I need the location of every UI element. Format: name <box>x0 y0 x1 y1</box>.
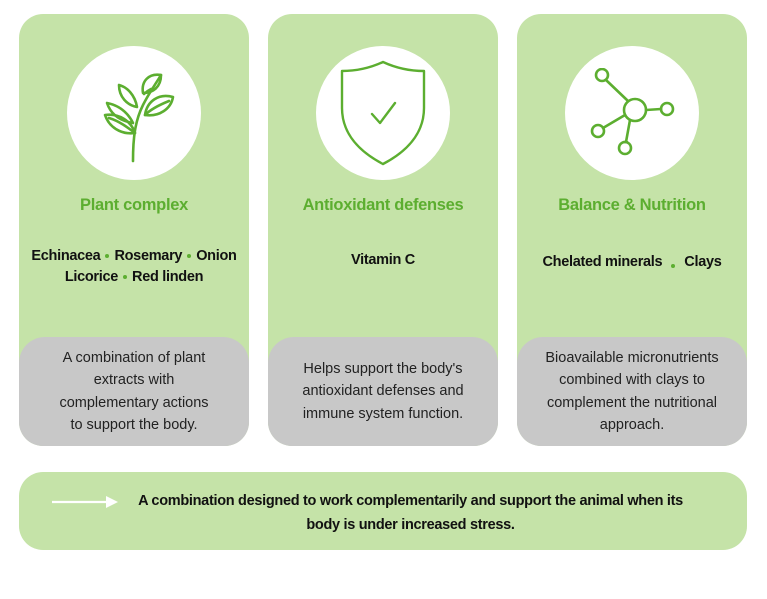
shield-check-icon <box>340 60 426 166</box>
card-title: Plant complex <box>80 196 188 214</box>
antioxidant-defenses-card: Antioxidant defenses Vitamin C Helps sup… <box>268 14 498 446</box>
ingredients-list: Vitamin C <box>272 250 494 271</box>
card-description: A combination of plant extracts with com… <box>19 337 249 446</box>
card-title: Antioxidant defenses <box>302 196 464 214</box>
molecule-network-icon <box>590 68 675 156</box>
description-line: antioxidant defenses and <box>302 383 464 400</box>
summary-line: A combination designed to work complemen… <box>138 493 683 509</box>
description-line: A combination of plant <box>62 349 206 366</box>
bullet-dot <box>105 254 110 259</box>
card-description: Helps support the body's antioxidant def… <box>268 337 498 446</box>
ingredient: Clays <box>684 254 722 270</box>
description-line: immune system function. <box>302 405 464 422</box>
description-line: to support the body. <box>70 417 198 433</box>
ingredient: Onion <box>196 248 237 264</box>
bullet-dot <box>123 275 128 280</box>
ingredient: Red linden <box>132 269 204 285</box>
ingredient: Rosemary <box>114 248 183 264</box>
icon-circle <box>565 46 699 180</box>
plant-leaves-icon <box>103 73 175 163</box>
description-line: complementary actions <box>59 394 209 411</box>
bullet-dot <box>187 254 192 259</box>
summary-line: body is under increased stress. <box>306 517 515 533</box>
description-line: complement the nutritional <box>546 394 718 411</box>
balance-nutrition-card: Balance & Nutrition Chelated minerals Cla… <box>517 14 747 446</box>
description-line: Bioavailable micronutrients <box>545 349 719 366</box>
card-description: Bioavailable micronutrients combined wit… <box>517 337 747 446</box>
description-line: Helps support the body's <box>303 360 463 377</box>
bullet-dot <box>671 264 676 269</box>
card-title: Balance & Nutrition <box>558 196 706 214</box>
description-line: extracts with <box>93 372 175 388</box>
ingredients-list: Echinacea Rosemary Onion Licorice Red linde… <box>23 246 245 288</box>
ingredient: Vitamin C <box>351 252 415 268</box>
ingredient: Echinacea <box>31 248 101 264</box>
summary-text: A combination designed to work complemen… <box>114 489 707 537</box>
description-line: approach. <box>599 417 665 433</box>
ingredients-list: Chelated minerals Clays <box>521 252 743 273</box>
arrow-right-icon <box>52 496 118 508</box>
plant-complex-card: Plant complex Echinacea Rosemary Onion Lic… <box>19 14 249 446</box>
summary-banner: A combination designed to work complemen… <box>19 472 747 550</box>
ingredient: Chelated minerals <box>542 254 663 270</box>
icon-circle <box>67 46 201 180</box>
icon-circle <box>316 46 450 180</box>
description-line: combined with clays to <box>559 372 705 388</box>
ingredient: Licorice <box>64 269 119 285</box>
